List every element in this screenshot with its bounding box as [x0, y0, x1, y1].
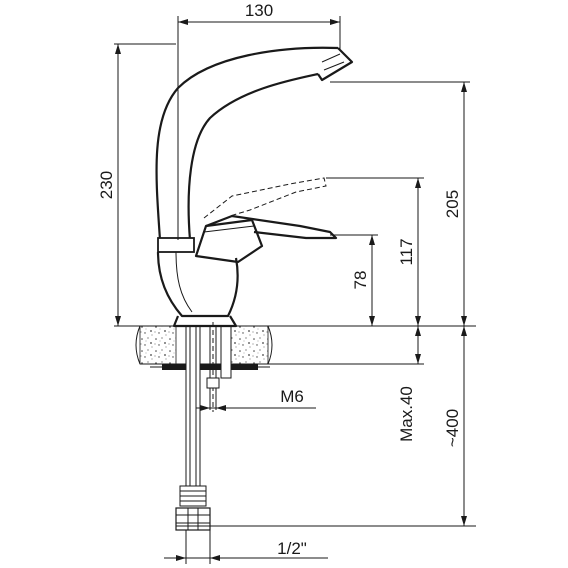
dim-label-117: 117	[397, 238, 416, 265]
dimension-spout-reach: 130	[178, 1, 340, 25]
dim-label-230: 230	[97, 171, 116, 199]
dimension-spout-height: 205	[443, 82, 467, 326]
dim-label-400: ~400	[443, 409, 462, 447]
dimension-total-height: 230	[97, 44, 121, 326]
dimension-hose-length: ~400	[443, 326, 467, 526]
extension-lines	[114, 16, 476, 564]
dimension-max-thickness: Max.40	[397, 326, 421, 442]
dimension-thread: M6	[196, 387, 316, 411]
dim-label-half-inch: 1/2"	[277, 539, 307, 558]
dim-label-max40: Max.40	[397, 386, 416, 442]
faucet-body	[155, 46, 354, 328]
dim-label-130: 130	[245, 1, 273, 20]
dim-label-m6: M6	[280, 387, 304, 406]
dim-label-78: 78	[351, 271, 370, 290]
dimension-body-height: 78	[351, 235, 375, 326]
dimension-lever-height: 117	[397, 178, 421, 326]
supply-hose	[175, 325, 232, 531]
dim-label-205: 205	[443, 190, 462, 218]
dimension-connection: 1/2"	[164, 539, 328, 561]
mounting-stud	[206, 322, 220, 412]
